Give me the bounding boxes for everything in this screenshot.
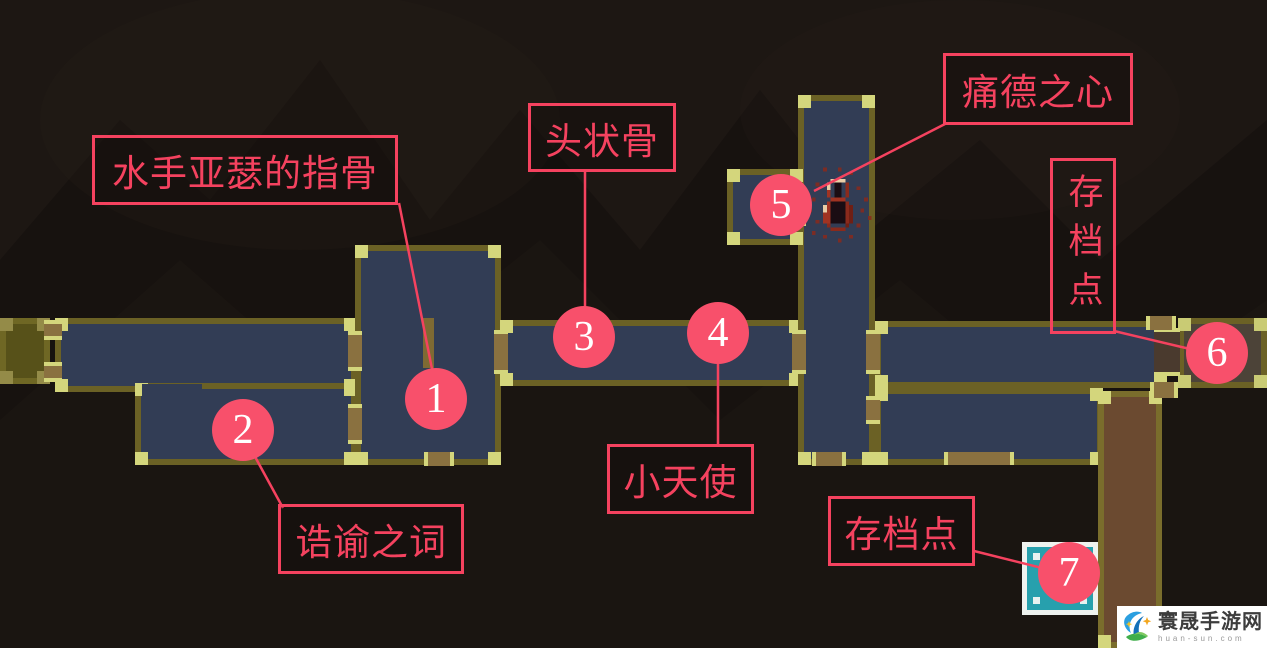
door xyxy=(1146,316,1176,330)
door xyxy=(494,330,508,374)
annotation-capitate-bone: 头状骨 xyxy=(528,103,676,172)
door xyxy=(1154,328,1180,376)
door xyxy=(866,396,880,424)
watermark-site-domain: huan-sun.com xyxy=(1158,633,1245,643)
map-room-brown-shaft xyxy=(1098,391,1162,648)
door xyxy=(792,330,806,374)
map-room-east-lower xyxy=(875,388,1103,465)
door xyxy=(812,452,846,466)
marker-6: 6 xyxy=(1186,322,1248,384)
marker-2: 2 xyxy=(212,399,274,461)
map-room-vertical-shaft xyxy=(798,95,875,465)
door xyxy=(944,452,1014,465)
annotation-little-angel: 小天使 xyxy=(607,444,754,514)
watermark-site-name: 寰晟手游网 xyxy=(1158,610,1263,633)
map-room-left-zone xyxy=(0,318,50,384)
door xyxy=(866,330,880,374)
map-room-east-corridor xyxy=(875,321,1167,388)
watermark: 寰晟手游网 huan-sun.com xyxy=(1117,606,1267,648)
marker-1: 1 xyxy=(405,368,467,430)
annotation-oracle-words: 诰谕之词 xyxy=(278,504,464,574)
annotation-save-point-right: 存档点 xyxy=(1050,158,1116,334)
annotation-heart-of-pain: 痛德之心 xyxy=(943,53,1133,125)
marker-5: 5 xyxy=(750,174,812,236)
door xyxy=(348,331,362,371)
annotation-sailor-finger-bone: 水手亚瑟的指骨 xyxy=(92,135,398,205)
marker-3: 3 xyxy=(553,306,615,368)
marker-7: 7 xyxy=(1038,542,1100,604)
ladder-marker xyxy=(423,318,434,368)
map-room-west-corridor xyxy=(55,318,357,392)
door xyxy=(44,320,62,340)
door xyxy=(348,404,362,444)
watermark-logo-icon xyxy=(1124,611,1152,641)
marker-4: 4 xyxy=(687,302,749,364)
door xyxy=(1150,382,1178,398)
door xyxy=(44,362,62,382)
map-room-mid-corridor xyxy=(500,320,802,386)
room-opening xyxy=(142,384,202,396)
annotation-save-point-bottom: 存档点 xyxy=(828,496,975,566)
door xyxy=(424,452,454,466)
